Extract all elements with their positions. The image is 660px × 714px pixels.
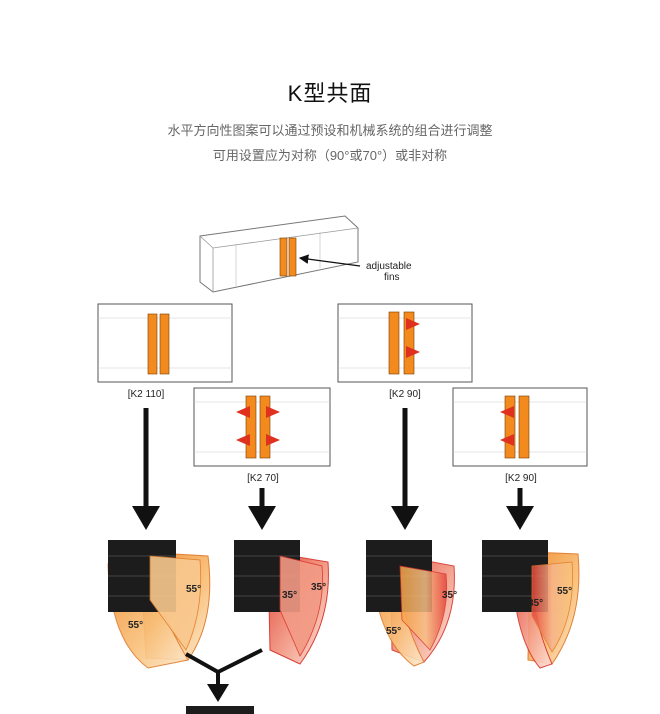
setting-label: [K2 110] [128,389,165,400]
arrow-down-icon [132,506,160,530]
setting-label: [K2 90] [505,473,537,484]
angle-label: 35° [528,598,543,609]
setting-label: [K2 90] [389,389,421,400]
subtitle-line-1: 水平方向性图案可以通过预设和机械系统的组合进行调整 [167,123,493,138]
arrow-down-icon [207,684,229,702]
panel-k2-70: [K2 70] [193,387,331,484]
panel-k2-90-a: [K2 90] [337,303,473,400]
angle-label: 55° [128,620,143,631]
angle-label: 55° [386,626,401,637]
subtitle-line-2: 可用设置应为对称（90°或70°）或非对称 [212,148,448,163]
page-title: K型共面 [287,81,373,106]
adjustable-fin-left [279,237,288,277]
angle-label: 35° [311,582,326,593]
down-arrows [132,408,534,530]
coverage-k2-110: 55° 55° [107,540,211,669]
arrow-down-icon [391,506,419,530]
fin-icon [518,395,530,459]
angle-label: 35° [442,590,457,601]
fin-icon [245,395,257,459]
fins-pointer-arrow [298,254,361,267]
adjustable-fin-right [288,237,297,277]
fins-label-line-2: fins [384,272,400,283]
fin-arrow-icon [500,406,514,446]
fin-icon [159,313,170,375]
merge-arrow [185,648,263,714]
arrow-down-icon [506,506,534,530]
angle-label: 55° [557,586,572,597]
setting-label: [K2 70] [247,473,279,484]
angle-label: 35° [282,590,297,601]
speaker-perspective-illustration: adjustable fins [199,215,412,293]
speaker-array-icon [186,706,254,714]
fin-icon [504,395,516,459]
fin-icon [403,311,415,375]
fin-icon [259,395,271,459]
fin-icon [147,313,158,375]
fin-arrow-icon [406,318,420,358]
fin-arrow-icon [266,406,280,446]
coverage-k2-70: 35° 35° [234,540,329,665]
panel-k2-90-b: [K2 90] [452,387,588,484]
fins-label-line-1: adjustable [366,261,412,272]
fin-icon [388,311,400,375]
arrow-down-icon [248,506,276,530]
coverage-k2-90-a: 55° 35° [366,540,457,667]
coverage-k2-90-b: 35° 55° [482,540,580,669]
fin-arrow-icon [236,406,250,446]
angle-label: 55° [186,584,201,595]
panel-k2-110: [K2 110] [97,303,233,400]
